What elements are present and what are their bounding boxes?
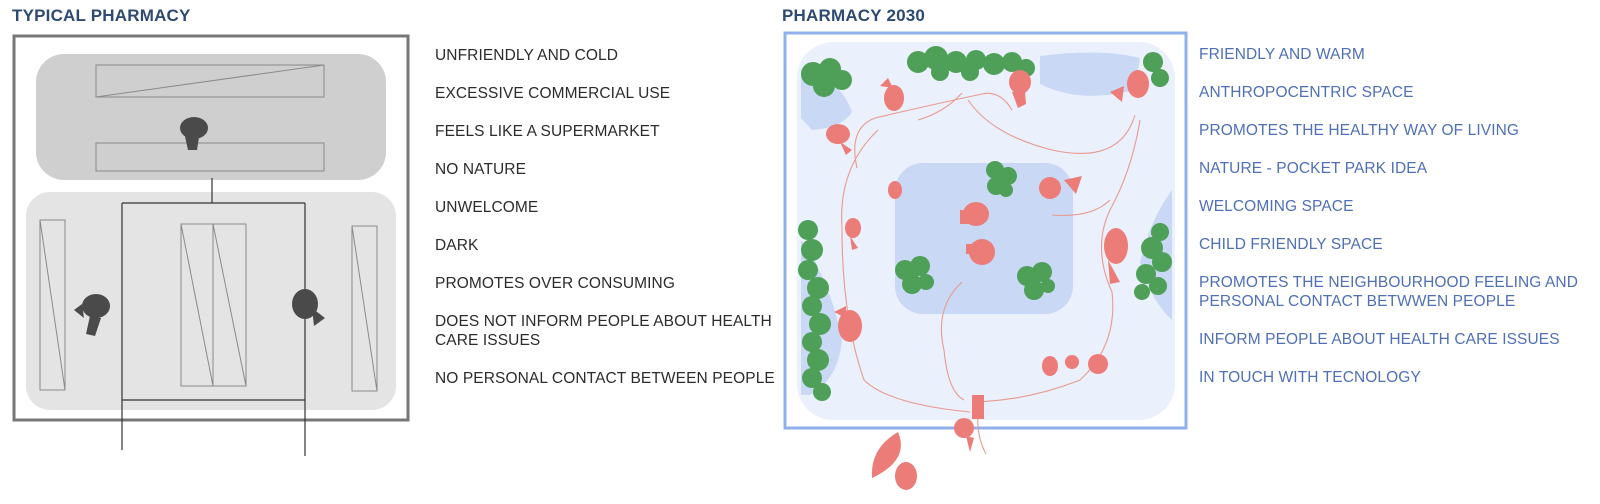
future-trait: PROMOTES THE NEIGHBOURHOOD FEELING AND P… xyxy=(1199,274,1579,310)
typical-pharmacy-title: TYPICAL PHARMACY xyxy=(12,6,191,25)
tree-park-east-icon xyxy=(1017,262,1055,300)
person-walking-nw-icon xyxy=(880,78,904,111)
person-pharmacist-icon xyxy=(180,117,208,150)
shelf-right xyxy=(351,225,378,392)
person-north-icon xyxy=(1009,70,1031,108)
person-sw-icon xyxy=(834,306,862,342)
person-right-icon xyxy=(292,289,325,326)
typical-traits-list: UNFRIENDLY AND COLD EXCESSIVE COMMERCIAL… xyxy=(435,46,775,407)
typical-trait: DARK xyxy=(435,237,479,254)
future-trait: FRIENDLY AND WARM xyxy=(1199,46,1365,63)
pharmacy-2030-plan xyxy=(783,31,1188,490)
person-park-center-icon xyxy=(960,202,989,226)
tree-park-north-icon xyxy=(986,161,1017,197)
future-trait: PROMOTES THE HEALTHY WAY OF LIVING xyxy=(1199,122,1520,139)
person-entrance-icon xyxy=(954,418,974,452)
tree-park-west-icon xyxy=(895,256,934,294)
shelf-counter xyxy=(95,142,325,172)
future-traits-list: FRIENDLY AND WARM ANTHROPOCENTRIC SPACE … xyxy=(1199,45,1578,406)
umbrella-icon xyxy=(871,432,901,478)
tree-ne-icon xyxy=(1143,52,1169,87)
lawn-ne xyxy=(1040,52,1140,96)
future-trait: INFORM PEOPLE ABOUT HEALTH CARE ISSUES xyxy=(1199,331,1560,348)
person-park-east-icon xyxy=(1039,176,1082,199)
person-ne-icon xyxy=(1110,70,1149,102)
typical-trait: EXCESSIVE COMMERCIAL USE xyxy=(435,85,671,102)
info-kiosk-icon xyxy=(972,395,984,419)
typical-trait: DOES NOT INFORM PEOPLE ABOUT HEALTH CARE… xyxy=(435,313,772,349)
person-group-right-icon xyxy=(1088,354,1108,374)
typical-trait: UNFRIENDLY AND COLD xyxy=(435,47,619,64)
shelf-left xyxy=(39,219,66,391)
typical-trait: FEELS LIKE A SUPERMARKET xyxy=(435,123,660,140)
future-trait: ANTHROPOCENTRIC SPACE xyxy=(1199,84,1414,101)
person-left-icon xyxy=(74,294,110,336)
pharmacy-2030-title: PHARMACY 2030 xyxy=(782,6,926,25)
typical-trait: UNWELCOME xyxy=(435,199,539,216)
sales-zone xyxy=(26,192,396,410)
future-trait: NATURE - POCKET PARK IDEA xyxy=(1199,160,1428,177)
table-icon xyxy=(1065,355,1079,369)
person-east-icon xyxy=(1104,228,1128,284)
future-trait: CHILD FRIENDLY SPACE xyxy=(1199,236,1383,253)
back-zone xyxy=(36,54,386,180)
tree-north-icon xyxy=(907,46,1035,81)
typical-pharmacy-plan xyxy=(12,34,410,456)
tree-east-icon xyxy=(1134,223,1172,300)
person-west-icon xyxy=(826,124,852,155)
tree-west-icon xyxy=(798,220,831,401)
person-group-left-icon xyxy=(1042,356,1058,376)
tree-nw-icon xyxy=(801,58,852,97)
outer-wall-2030 xyxy=(783,31,1188,430)
person-outside-icon xyxy=(895,462,917,490)
future-trait: IN TOUCH WITH TECNOLOGY xyxy=(1199,369,1421,386)
person-child-icon xyxy=(888,181,902,199)
person-park-south-icon xyxy=(966,239,995,265)
future-trait: WELCOMING SPACE xyxy=(1199,198,1354,215)
typical-trait: NO PERSONAL CONTACT BETWEEN PEOPLE xyxy=(435,370,775,387)
typical-trait: NO NATURE xyxy=(435,161,527,178)
typical-trait: PROMOTES OVER CONSUMING xyxy=(435,275,675,292)
outer-wall xyxy=(12,34,410,422)
person-path-west-icon xyxy=(845,218,861,250)
shelf-top xyxy=(95,64,325,98)
